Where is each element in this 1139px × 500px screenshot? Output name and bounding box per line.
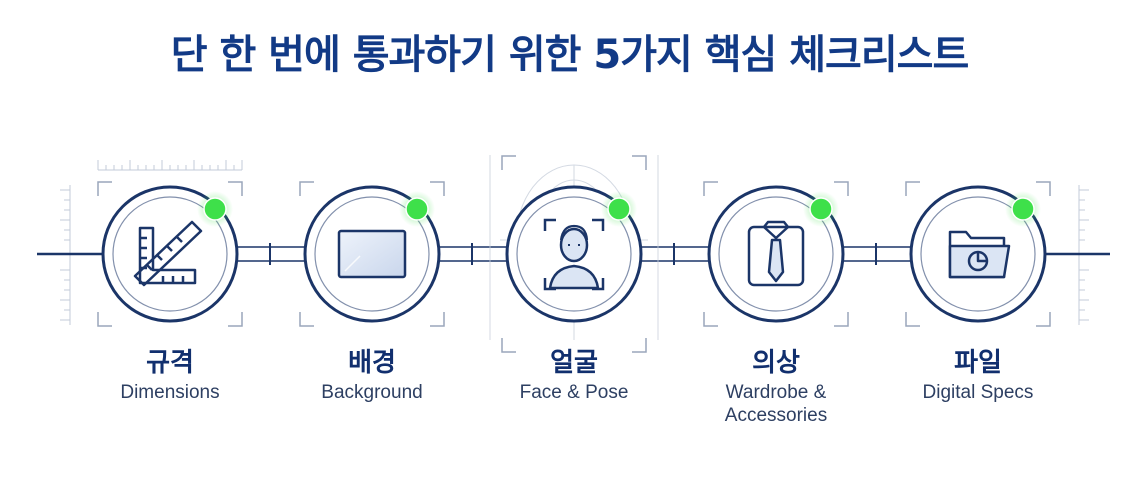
step-title-dimensions: 규격 <box>146 348 194 378</box>
step-subtitle-dimensions: Dimensions <box>120 382 220 403</box>
status-dot <box>203 197 227 221</box>
status-dot <box>1011 197 1035 221</box>
step-title-face-pose: 얼굴 <box>550 348 598 378</box>
step-title-wardrobe: 의상 <box>752 348 800 378</box>
status-dot <box>809 197 833 221</box>
timeline-connector <box>37 243 1110 265</box>
step-subtitle-face-pose: Face & Pose <box>519 382 629 403</box>
frame-brackets <box>97 181 243 327</box>
step-title-background: 배경 <box>348 348 396 378</box>
step-title-digital-specs: 파일 <box>954 348 1002 378</box>
frame-brackets <box>299 181 445 327</box>
ruler-icon <box>133 220 203 287</box>
page-title: 단 한 번에 통과하기 위한 5가지 핵심 체크리스트 <box>170 32 970 78</box>
folder-chart-icon <box>948 230 1011 279</box>
status-dot <box>405 197 429 221</box>
frame-brackets <box>703 181 849 327</box>
face-scan-icon <box>543 218 605 291</box>
top-ruler-ticks <box>97 160 243 171</box>
frame-brackets <box>501 155 647 353</box>
step-subtitle-wardrobe: Wardrobe & Accessories <box>724 382 828 426</box>
step-dimensions <box>97 181 243 327</box>
background-panel-icon <box>337 229 407 279</box>
step-digital-specs <box>905 181 1051 327</box>
frame-brackets <box>905 181 1051 327</box>
status-dot <box>607 197 631 221</box>
shirt-tie-icon <box>747 220 805 287</box>
step-face-pose <box>489 155 659 353</box>
step-subtitle-background: Background <box>321 382 423 403</box>
step-wardrobe <box>703 181 849 327</box>
step-background <box>299 181 445 327</box>
step-subtitle-digital-specs: Digital Specs <box>922 382 1034 403</box>
